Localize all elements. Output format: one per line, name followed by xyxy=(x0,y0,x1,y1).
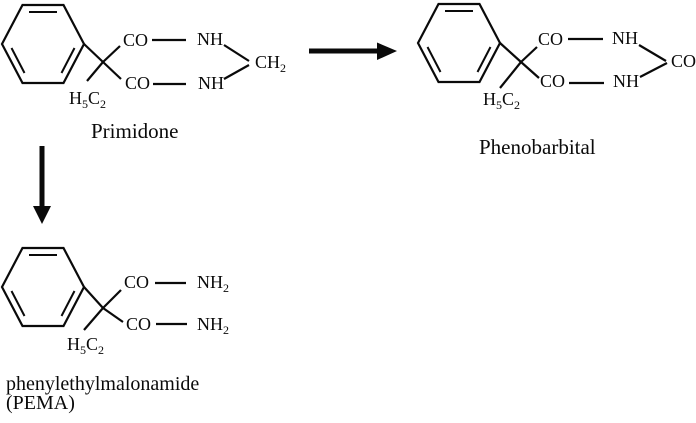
pema-c-to-co-upper-bond xyxy=(102,289,122,309)
pema-co-upper-label: CO xyxy=(124,272,150,292)
phenobarbital-nh-lower-to-co-bond xyxy=(639,62,668,78)
primidone-co-lower-label: CO xyxy=(125,73,151,93)
pema-ethyl-c-subscript: 2 xyxy=(98,343,105,357)
phenobarbital-ring-double-bond-left xyxy=(426,46,442,73)
pema-ethyl-label: H5C2 xyxy=(67,334,104,356)
phenobarbital-c-to-co-lower-bond xyxy=(520,61,540,79)
pema-ring-to-c-bond xyxy=(83,286,104,309)
phenobarbital-benzene-ring xyxy=(416,2,502,84)
primidone-ch2-label: CH2 xyxy=(255,52,286,74)
primidone-to-pema-arrow-icon xyxy=(33,146,51,224)
phenobarbital-ring-double-bond-right xyxy=(476,46,492,73)
arrow-right-head xyxy=(377,42,397,60)
primidone-ch2-subscript: 2 xyxy=(280,61,287,75)
primidone-skeleton xyxy=(0,3,250,86)
phenobarbital-ethyl-c: C xyxy=(502,89,515,109)
phenobarbital-ethyl-label: H5C2 xyxy=(483,89,520,111)
pema-benzene-ring xyxy=(0,246,86,328)
primidone-benzene-ring xyxy=(0,3,86,85)
primidone-to-phenobarbital-arrow-icon xyxy=(309,42,397,60)
primidone-nh-lower-label: NH xyxy=(198,73,224,93)
phenobarbital-nh-lower-label: NH xyxy=(613,71,639,91)
phenobarbital-c-to-ethyl-bond xyxy=(499,61,522,89)
pema-nh2-upper-label: NH2 xyxy=(197,272,229,294)
primidone-co-upper-label: CO xyxy=(123,30,149,50)
primidone-ethyl-c: C xyxy=(88,88,101,108)
phenobarbital-co-upper-label: CO xyxy=(538,29,564,49)
pema-name-line1-label: phenylethylmalonamide xyxy=(6,373,200,395)
phenobarbital-co-lower-label: CO xyxy=(540,71,566,91)
pema-skeleton xyxy=(0,246,187,331)
pema-nh2-upper-subscript: 2 xyxy=(223,281,229,295)
phenobarbital-ring-to-c-bond xyxy=(499,42,522,63)
primidone-ethyl-label: H5C2 xyxy=(69,88,106,110)
phenobarbital-ethyl-h: H xyxy=(483,89,496,109)
pema-ethyl-h: H xyxy=(67,334,80,354)
primidone-ethyl-c-subscript: 2 xyxy=(100,97,107,111)
primidone-c-to-ethyl-bond xyxy=(86,61,104,82)
pema-c-to-ethyl-bond xyxy=(83,307,104,331)
primidone-ring-to-c-bond xyxy=(83,43,104,63)
primidone-nh-upper-to-ch2-bond xyxy=(223,44,250,62)
primidone-ch2-text: CH xyxy=(255,52,281,72)
phenobarbital-ethyl-c-subscript: 2 xyxy=(514,98,521,112)
pema-ring-double-bond-right xyxy=(60,290,76,317)
primidone-ethyl-h-subscript: 5 xyxy=(82,97,88,111)
phenobarbital-ethyl-h-subscript: 5 xyxy=(496,98,502,112)
pema-c-to-co-lower-bond xyxy=(102,307,124,323)
pema-nh2-lower-label: NH2 xyxy=(197,314,229,336)
phenobarbital-c-to-co-upper-bond xyxy=(520,46,538,63)
primidone-nh-lower-to-ch2-bond xyxy=(223,64,250,80)
arrow-down-head xyxy=(33,206,51,224)
pema-ring-double-bond-left xyxy=(10,290,26,317)
phenobarbital-skeleton xyxy=(416,2,668,89)
primidone-ring-double-bond-left xyxy=(10,47,26,74)
phenobarbital-name-label: Phenobarbital xyxy=(479,135,596,159)
pema-ethyl-c: C xyxy=(86,334,99,354)
phenobarbital-co-right-label: CO xyxy=(671,51,696,71)
primidone-c-to-co-lower-bond xyxy=(102,61,122,80)
pema-name-line2-label: (PEMA) xyxy=(6,392,75,414)
pema-co-lower-label: CO xyxy=(126,314,152,334)
phenobarbital-nh-upper-label: NH xyxy=(612,28,638,48)
primidone-nh-upper-label: NH xyxy=(197,29,223,49)
pema-ethyl-h-subscript: 5 xyxy=(80,343,86,357)
primidone-c-to-co-upper-bond xyxy=(102,45,121,63)
primidone-name-label: Primidone xyxy=(91,119,179,143)
primidone-ethyl-h: H xyxy=(69,88,82,108)
pema-nh2-lower-subscript: 2 xyxy=(223,323,229,337)
pema-nh2-upper-text: NH xyxy=(197,272,223,292)
pema-nh2-lower-text: NH xyxy=(197,314,223,334)
phenobarbital-nh-upper-to-co-bond xyxy=(638,44,667,62)
primidone-ring-double-bond-right xyxy=(60,47,76,74)
